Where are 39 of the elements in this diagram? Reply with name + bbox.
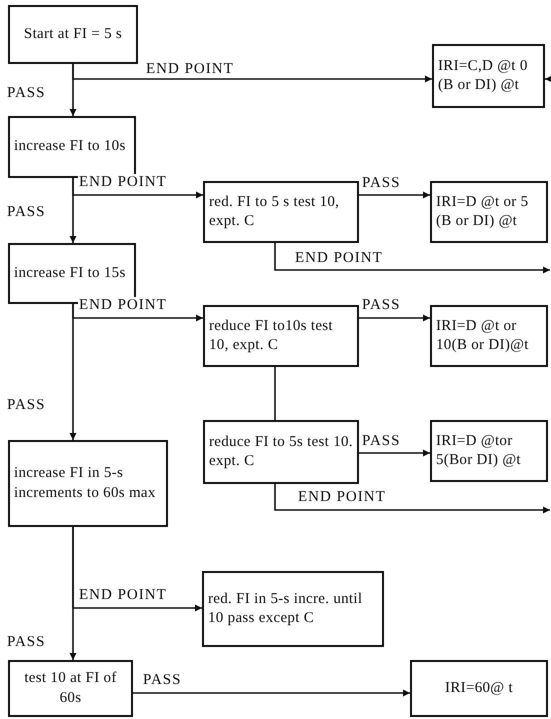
- box-text: IRI=D @tor 5(Bor DI) @t: [436, 432, 522, 470]
- process-box: [8, 116, 136, 178]
- box-text: increase FI in 5-s increments to 60s max: [14, 464, 157, 502]
- arrow: [359, 450, 430, 456]
- arrow: [72, 64, 432, 82]
- arrow: [70, 304, 76, 440]
- process-box: [410, 660, 548, 717]
- process-box: [430, 181, 548, 243]
- process-box: [8, 660, 133, 717]
- process-box: [203, 305, 359, 367]
- process-box: [430, 420, 548, 482]
- arrow: [70, 527, 76, 660]
- arrow: [359, 314, 430, 322]
- box-text: increase FI to 15s: [14, 264, 126, 283]
- box-text: Start at FI = 5 s: [24, 24, 122, 44]
- arrow: [274, 243, 550, 274]
- arrow: [545, 76, 551, 82]
- box-text: reduce FI to 5s test 10. expt. C: [209, 432, 353, 471]
- arrow: [133, 690, 410, 696]
- box-text: increase FI to 10s: [14, 137, 126, 156]
- box-text: IRI=D @t or 5 (B or DI) @t: [436, 192, 530, 231]
- process-box: [8, 5, 138, 64]
- box-text: test 10 at FI of 60s: [23, 669, 118, 708]
- process-box: [8, 440, 168, 527]
- box-text: IRI=C,D @t 0 (B or DI) @t: [438, 56, 529, 95]
- box-text: red. FI to 5 s test 10, expt. C: [209, 192, 340, 231]
- box-text: reduce FI to10s test 10, expt. C: [209, 316, 334, 355]
- process-box: [203, 181, 359, 243]
- arrow: [70, 178, 76, 243]
- process-box: [202, 571, 384, 647]
- process-box: [430, 305, 548, 367]
- box-text: red. FI in 5-s incre. until 10 pass except C: [208, 590, 364, 628]
- box-text: IRI=60@ t: [445, 678, 513, 698]
- connector-line: [274, 367, 276, 420]
- arrow: [274, 484, 550, 514]
- process-box: [432, 44, 545, 108]
- box-text: IRI=D @t or 10(B or DI)@t: [436, 316, 530, 355]
- process-box: [203, 420, 359, 484]
- arrow: [359, 192, 430, 198]
